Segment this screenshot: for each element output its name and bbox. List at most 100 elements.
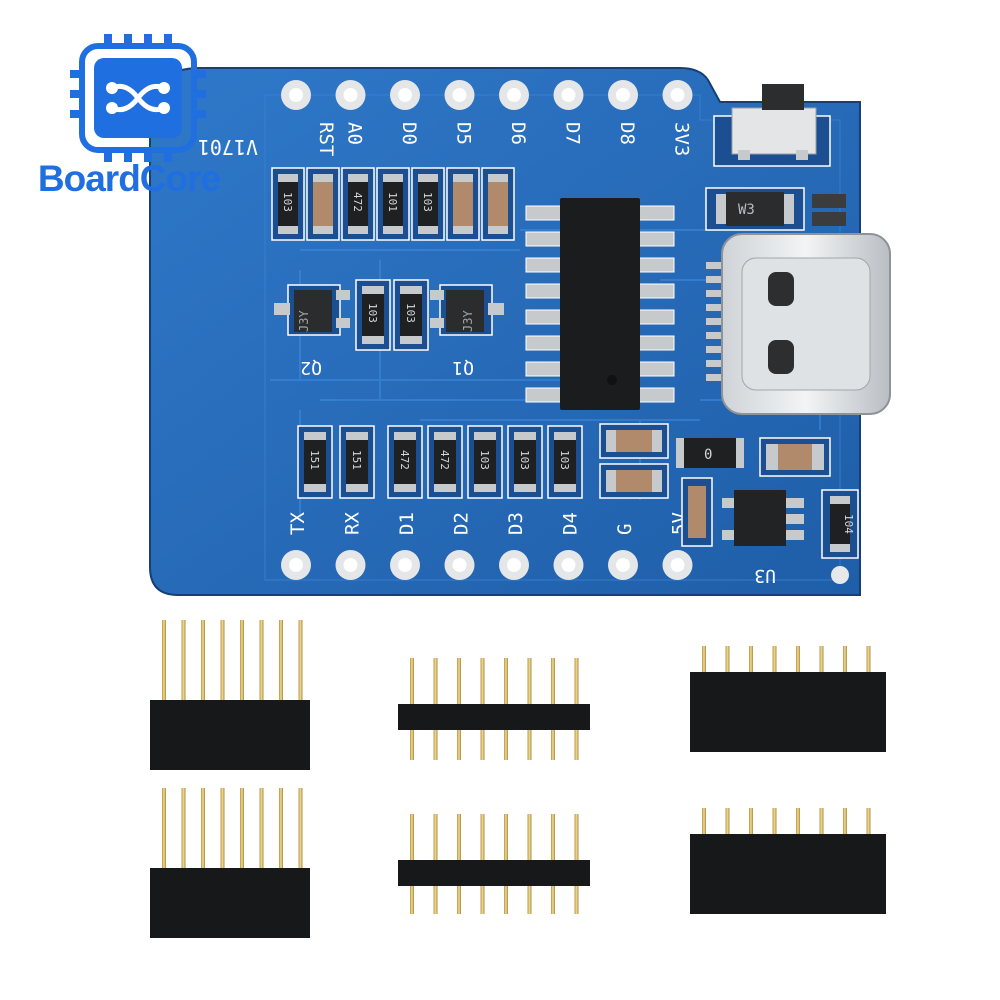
bottom-pin-hole (390, 550, 420, 580)
bottom-pin-hole (444, 550, 475, 580)
resistor: 101 (376, 167, 410, 241)
top-pin-hole (662, 80, 693, 110)
smd-package-0: 0 (676, 438, 744, 468)
bottom-pin-holes (281, 550, 693, 580)
q1-label: Q1 (452, 357, 474, 378)
resistor (306, 167, 340, 241)
male-header-long-1 (150, 620, 310, 770)
header-pin (702, 808, 706, 838)
header-pin (279, 788, 283, 880)
usb-pin (706, 346, 728, 353)
resistor-marking: 103 (281, 192, 294, 212)
bottom-pin-hole (499, 550, 529, 580)
header-housing (150, 700, 310, 770)
top-pin-label: D8 (616, 122, 638, 145)
resistor-marking: 101 (386, 192, 399, 212)
transistor-q2: J3Y Q2 (274, 284, 350, 378)
resistor-row-top: 103 472 101 103 (271, 167, 515, 241)
top-pin-hole (281, 80, 311, 110)
resistor-marking: 103 (421, 192, 434, 212)
header-pin (749, 808, 753, 838)
capacitor-right (759, 437, 831, 477)
bottom-pin-label: D1 (396, 512, 418, 535)
top-pin-label: A0 (344, 122, 366, 145)
header-pin (220, 620, 225, 712)
top-pin-holes (281, 80, 693, 110)
usb-pin (706, 318, 728, 325)
bottom-pin-label: D3 (505, 512, 527, 535)
resistor (481, 167, 515, 241)
top-pin-label: D0 (398, 122, 420, 145)
brand-logo: BoardCore (24, 32, 224, 197)
header-pin (796, 646, 800, 676)
header-pin (772, 808, 777, 838)
header-pin (772, 646, 777, 676)
top-pin-hole (553, 80, 584, 110)
header-pin (702, 646, 706, 676)
capacitors-middle (599, 423, 713, 547)
header-pin (181, 620, 186, 712)
bottom-pin-label: RX (342, 512, 364, 535)
header-housing (398, 704, 590, 730)
bottom-pin-label: D4 (560, 512, 582, 535)
voltage-regulator-u3: U3 (722, 490, 804, 586)
resistor: 151 (297, 425, 333, 499)
brand-name: BoardCore (37, 158, 221, 199)
usb-pin (706, 360, 728, 367)
bottom-pin-hole (662, 550, 693, 580)
top-pin-label: D7 (562, 122, 584, 145)
top-pin-label: D6 (507, 122, 529, 145)
header-pin (220, 788, 225, 880)
resistor-marking: 151 (350, 450, 363, 470)
resistor: 103 (393, 279, 429, 351)
board-version-label: V1701 (198, 135, 258, 159)
header-pin (866, 646, 871, 676)
header-pin (819, 646, 824, 676)
header-pin (298, 788, 303, 880)
usb-c-port (706, 233, 891, 415)
header-housing (398, 860, 590, 886)
header-pin (843, 808, 847, 838)
usb-serial-chip (525, 198, 675, 410)
header-pin (259, 788, 264, 880)
header-pin (240, 788, 244, 880)
header-pin (201, 788, 205, 880)
header-pin (866, 808, 871, 838)
resistor: 103 (507, 425, 543, 499)
resistor-104-marking: 104 (842, 514, 855, 534)
header-pin (162, 620, 166, 712)
header-housing (690, 834, 886, 914)
bottom-pin-hole (335, 550, 366, 580)
bottom-pin-hole (553, 550, 584, 580)
resistor: 103 (355, 279, 391, 351)
resistor-marking: 103 (404, 303, 417, 323)
q1-marking: J3Y (461, 310, 475, 332)
top-pin-hole (390, 80, 420, 110)
resistor (446, 167, 480, 241)
usb-pin (706, 262, 728, 269)
resistor: 472 (387, 425, 423, 499)
resistor-marking: 472 (351, 192, 364, 212)
resistor: 151 (339, 425, 375, 499)
header-pin (162, 788, 166, 880)
chip-network-icon (70, 34, 206, 162)
top-pin-label: RST (315, 122, 337, 156)
header-pin (749, 646, 753, 676)
resistor-marking: 103 (518, 450, 531, 470)
top-pin-hole (335, 80, 366, 110)
header-housing (150, 868, 310, 938)
transistor-q1: J3Y Q1 (430, 284, 504, 378)
male-header-long-2 (150, 788, 310, 938)
top-pin-label: D5 (453, 122, 475, 145)
header-pin (279, 620, 283, 712)
resistor: 103 (271, 167, 305, 241)
header-pin (240, 620, 244, 712)
female-header-2 (690, 808, 886, 914)
bottom-pin-label: D2 (451, 512, 473, 535)
resistor-marking: 103 (558, 450, 571, 470)
resistor: 103 (547, 425, 583, 499)
